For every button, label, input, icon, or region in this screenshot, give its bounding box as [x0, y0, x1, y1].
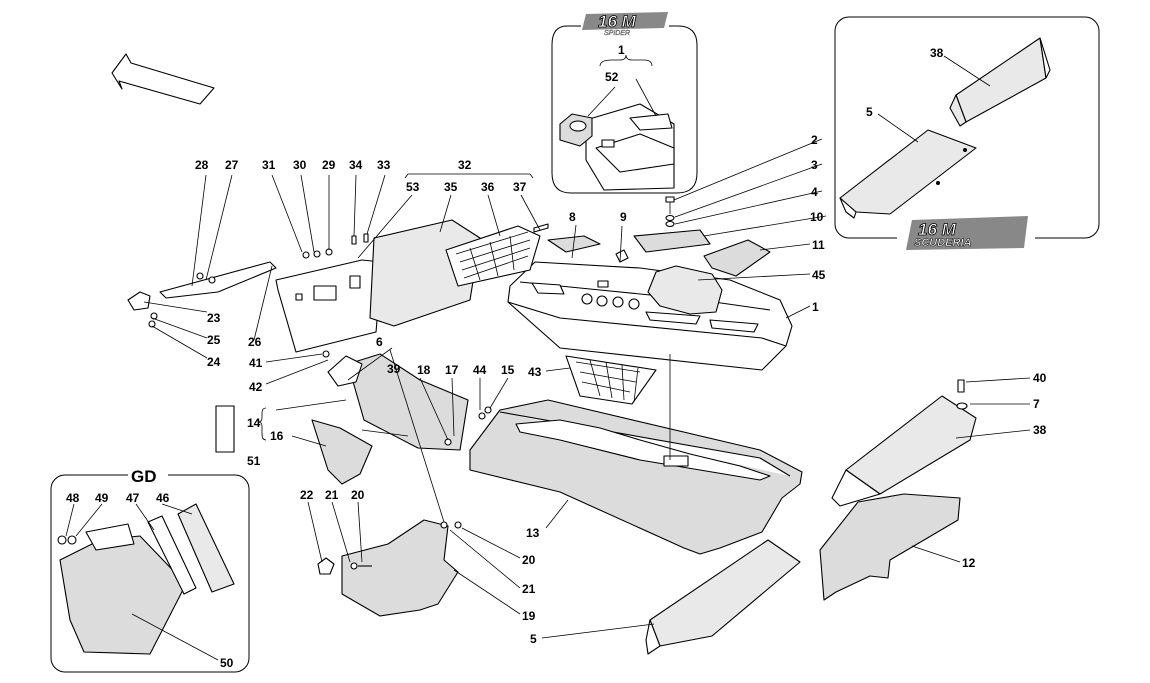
callout-43: 43 — [528, 365, 542, 379]
callout-3: 3 — [811, 158, 818, 172]
callout-21-a: 21 — [325, 488, 339, 502]
side-panel-part-14 — [347, 353, 469, 451]
callout-47: 47 — [126, 491, 140, 505]
badge-top-spider-text: SPIDER — [604, 30, 630, 37]
callout-51: 51 — [247, 454, 261, 468]
callout-41: 41 — [249, 356, 263, 370]
spacer-part-51 — [215, 405, 235, 453]
callout-23: 23 — [207, 311, 221, 325]
callout-17: 17 — [445, 363, 459, 377]
callout-50: 50 — [220, 656, 234, 670]
inset-gd-pedal-area: GD — [50, 462, 250, 673]
callout-2: 2 — [811, 133, 818, 147]
callout-48: 48 — [66, 491, 80, 505]
bracket-part-26 — [127, 261, 277, 328]
callout-18: 18 — [417, 363, 431, 377]
callout-44: 44 — [473, 363, 487, 377]
callout-30: 30 — [293, 158, 307, 172]
callout-32: 32 — [458, 158, 472, 172]
direction-arrow-icon — [111, 53, 215, 105]
callout-29: 29 — [322, 158, 336, 172]
callout-42: 42 — [249, 380, 263, 394]
callout-39: 39 — [387, 362, 401, 376]
callout-26: 26 — [248, 335, 262, 349]
cover-part-5 — [649, 539, 801, 647]
callout-8: 8 — [569, 210, 576, 224]
trim-part-11 — [703, 239, 771, 277]
callout-35: 35 — [444, 180, 458, 194]
callout-49: 49 — [95, 491, 109, 505]
callout-15: 15 — [501, 363, 515, 377]
callout-labels: 1 52 2 3 4 10 11 45 1 8 9 28 27 31 30 29… — [66, 43, 1047, 670]
callout-25: 25 — [207, 333, 221, 347]
callout-5-inset: 5 — [866, 105, 873, 119]
callout-37: 37 — [513, 180, 527, 194]
callout-5-bottom: 5 — [530, 632, 537, 646]
callout-6: 6 — [376, 335, 383, 349]
clip-part-9 — [615, 249, 629, 263]
callout-12: 12 — [962, 556, 976, 570]
tunnel-console-part-1 — [507, 261, 793, 371]
badge-16m-inset: 16 M SCUDERIA — [897, 212, 1035, 252]
callout-38-inset: 38 — [930, 46, 944, 60]
callout-19: 19 — [522, 609, 536, 623]
callout-14: 14 — [247, 416, 261, 430]
badge-inset-16m-text: 16 M — [918, 220, 957, 239]
callout-9: 9 — [620, 210, 627, 224]
callout-33: 33 — [377, 158, 391, 172]
lower-tunnel-part-13 — [469, 399, 803, 555]
callout-28: 28 — [195, 158, 209, 172]
callout-38-right: 38 — [1033, 423, 1047, 437]
callout-20-b: 20 — [522, 553, 536, 567]
callout-31: 31 — [262, 158, 276, 172]
callout-24: 24 — [207, 355, 221, 369]
screw-part-37 — [533, 223, 549, 233]
callout-52: 52 — [605, 70, 619, 84]
storage-net-part-43 — [565, 355, 657, 405]
callout-7: 7 — [1033, 397, 1040, 411]
badge-16m-top: 16 M SPIDER — [581, 8, 669, 37]
callout-1-top: 1 — [618, 43, 625, 57]
cover-part-19 — [341, 519, 459, 617]
callout-1-main: 1 — [812, 300, 819, 314]
badge-inset-scuderia-text: SCUDERIA — [914, 237, 972, 249]
bracket-part-6 — [327, 355, 363, 387]
trim-part-10 — [633, 229, 711, 253]
callout-27: 27 — [225, 158, 239, 172]
callout-10: 10 — [810, 210, 824, 224]
plate-part-35 — [369, 219, 481, 327]
callout-36: 36 — [481, 180, 495, 194]
callout-16: 16 — [270, 429, 284, 443]
callout-21-b: 21 — [522, 582, 536, 596]
callout-4: 4 — [811, 185, 818, 199]
badge-top-16m-text: 16 M — [598, 12, 637, 31]
bracket-part-22 — [317, 557, 335, 575]
inset-spider-covers: 16 M SCUDERIA — [834, 16, 1100, 252]
gd-label: GD — [131, 467, 157, 486]
cover-part-12 — [819, 493, 961, 601]
callout-45: 45 — [812, 268, 826, 282]
inset-variant-console: 16 M SPIDER — [551, 8, 698, 194]
callout-53: 53 — [406, 180, 420, 194]
callout-20-a: 20 — [351, 488, 365, 502]
callout-40: 40 — [1033, 371, 1047, 385]
leader-lines — [65, 138, 1031, 661]
cover-part-38 — [845, 395, 977, 495]
callout-11: 11 — [812, 238, 825, 252]
callout-46: 46 — [156, 491, 170, 505]
callout-13: 13 — [526, 526, 540, 540]
cover-part-16 — [311, 419, 373, 485]
callout-34: 34 — [349, 158, 363, 172]
callout-22: 22 — [300, 488, 314, 502]
plate-part-53 — [275, 259, 383, 353]
